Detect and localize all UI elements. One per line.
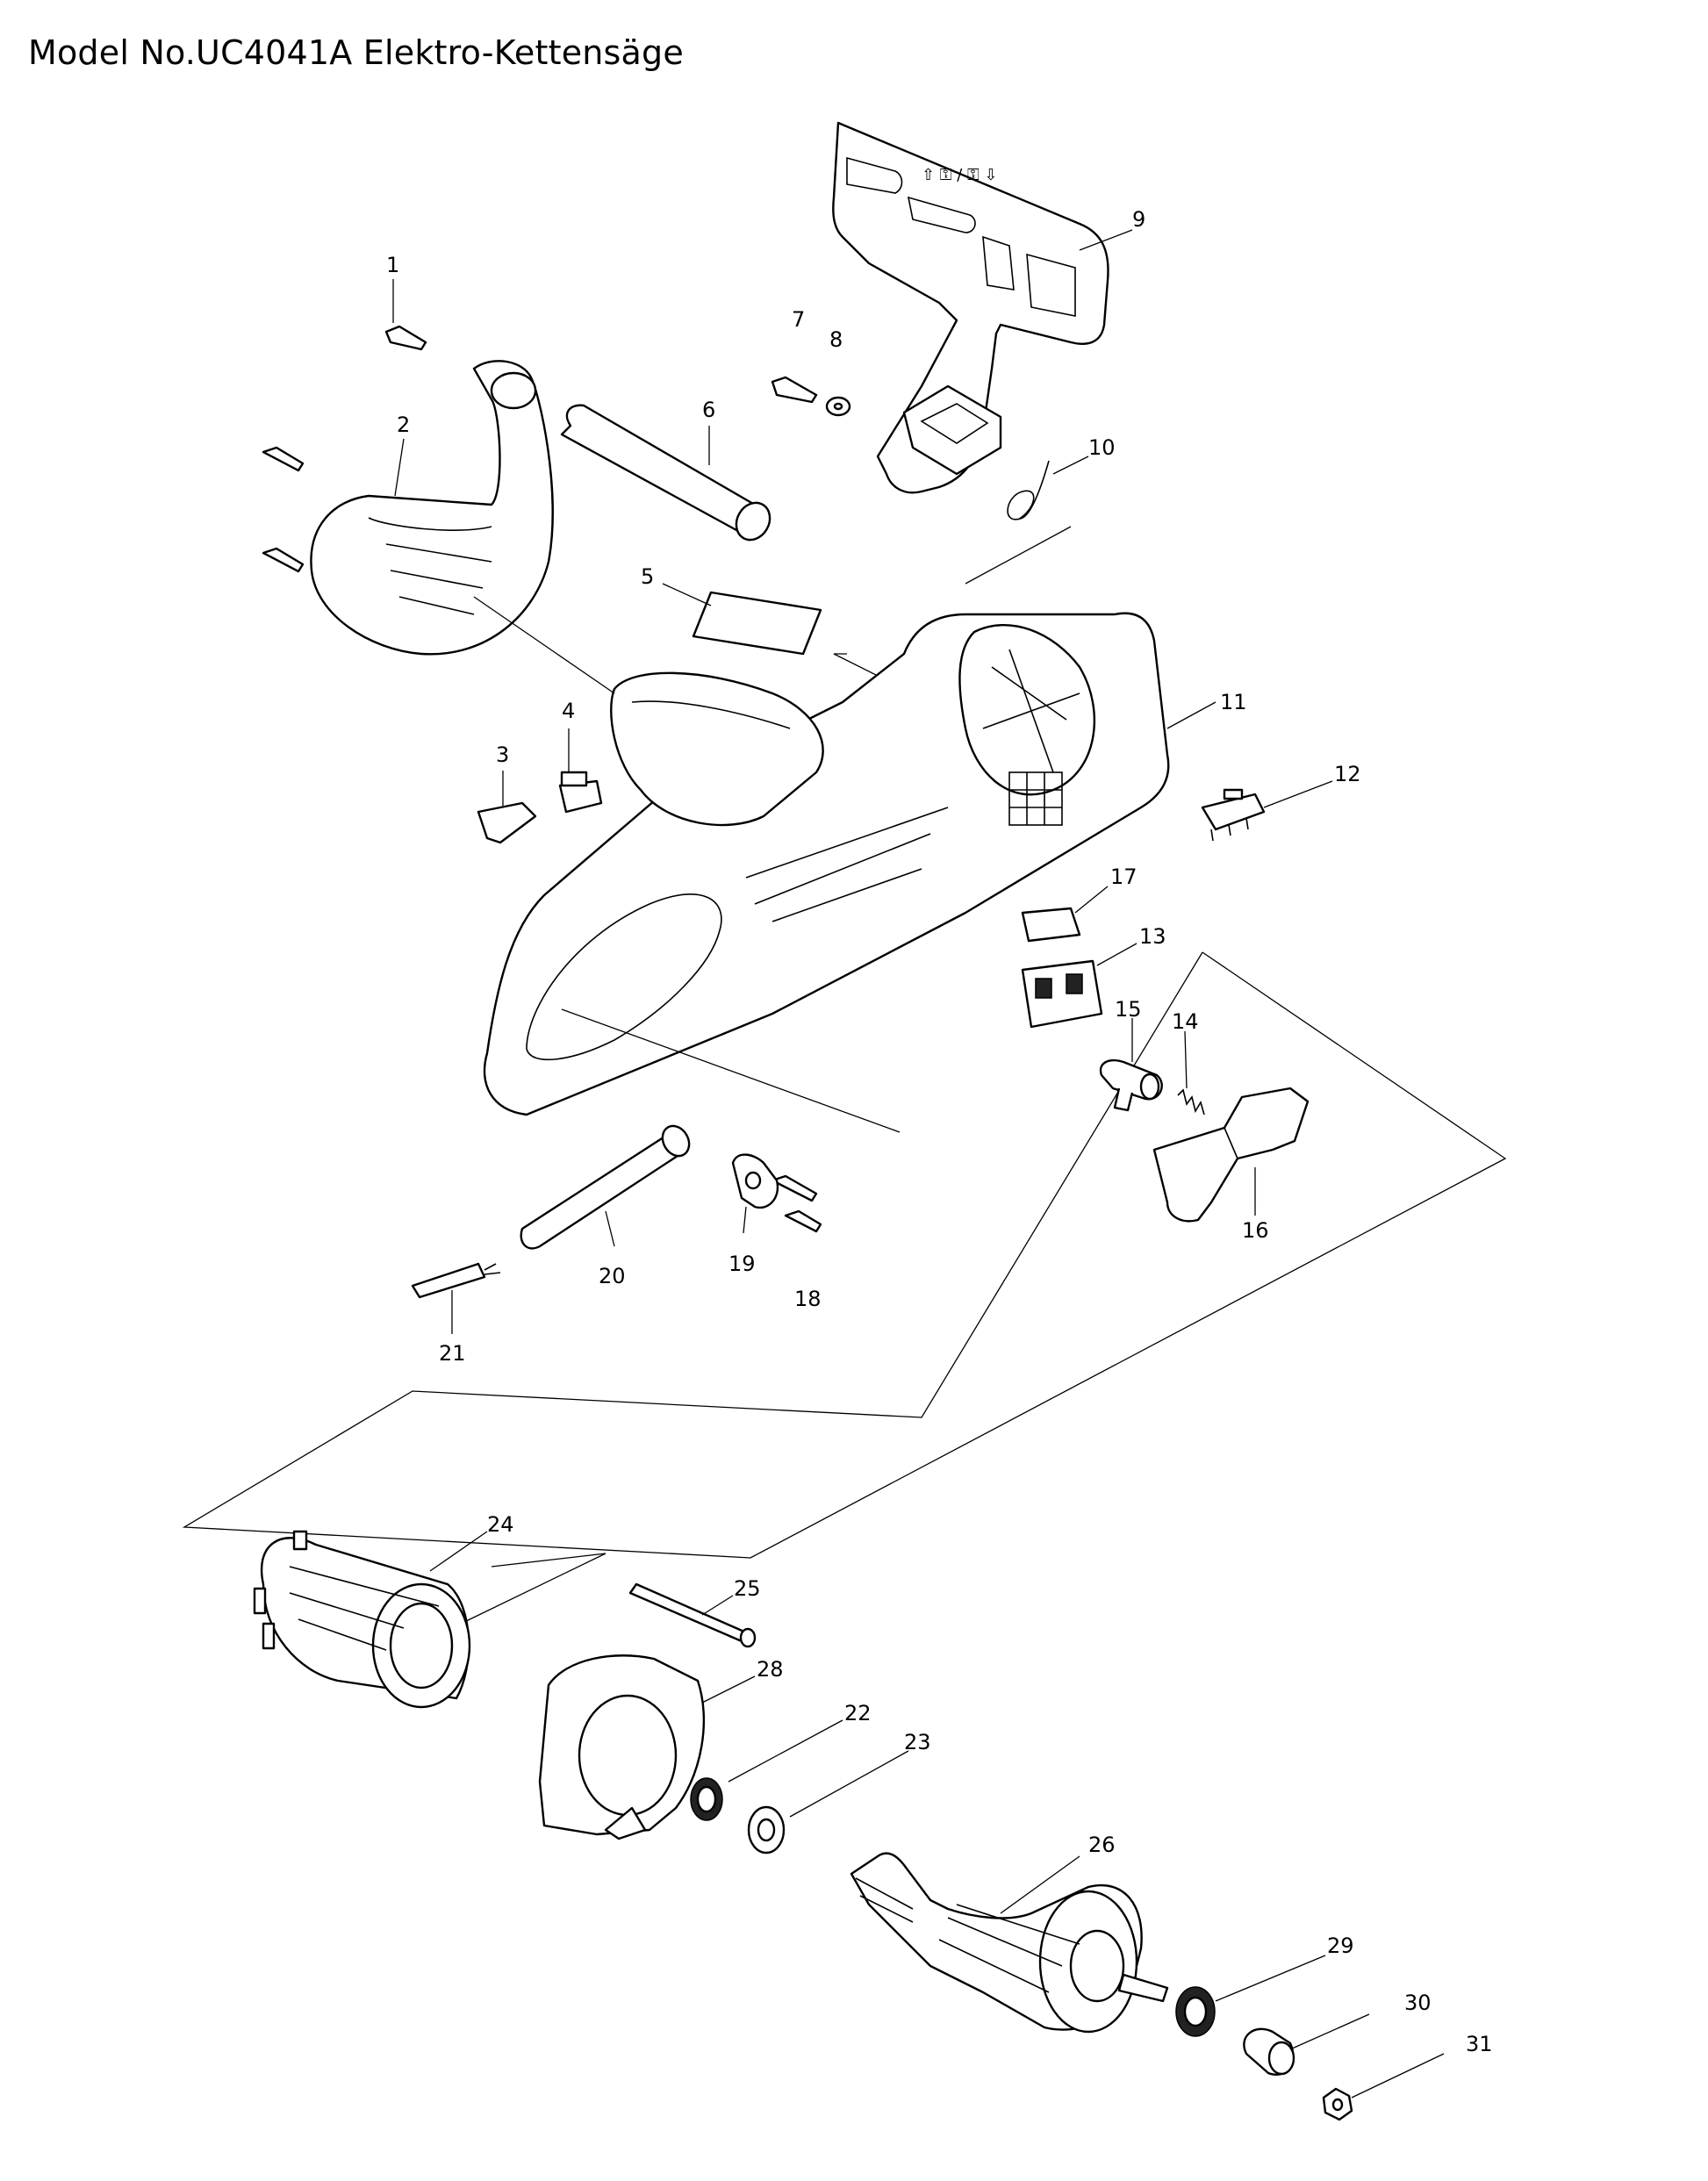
nut-part-31: [1322, 2087, 1353, 2121]
screw-part-7: [771, 376, 818, 404]
callout-3: 3: [496, 743, 509, 767]
armature-part-26: [850, 1852, 1169, 2034]
ball-bearing-part-29: [1175, 1986, 1216, 2037]
callout-leaders: [392, 229, 1445, 2098]
rear-handle-part-9: ⇧ ⚿ / ⚿ ⇩: [832, 121, 1109, 494]
callout-26: 26: [1088, 1833, 1116, 1857]
bolt-part-25: [628, 1582, 757, 1648]
callout-30: 30: [1404, 1991, 1432, 2015]
callout-8: 8: [829, 327, 843, 352]
screw-part-1: [384, 325, 427, 351]
callout-2: 2: [397, 413, 410, 437]
callout-12: 12: [1334, 762, 1361, 786]
spring-part-10: [1007, 460, 1050, 520]
micro-switch-part-12: [1201, 788, 1266, 842]
callout-14: 14: [1172, 1009, 1199, 1034]
screw-part-18: [771, 1174, 822, 1233]
callout-28: 28: [757, 1657, 784, 1682]
callout-9: 9: [1132, 207, 1145, 232]
cushion-part-17: [1021, 907, 1081, 943]
cord-clamp-part-19: [731, 1153, 779, 1209]
ball-bearing-part-22: [690, 1777, 723, 1821]
svg-text:⇧ ⚿ / ⚿ ⇩: ⇧ ⚿ / ⚿ ⇩: [922, 166, 998, 184]
callout-16: 16: [1242, 1218, 1269, 1243]
carbon-brush-part-4: [558, 771, 603, 814]
assembly-group-lines: [182, 526, 1507, 1625]
callout-19: 19: [728, 1252, 756, 1276]
vent-grid: [1008, 771, 1063, 826]
callout-5: 5: [641, 564, 654, 589]
callout-23: 23: [904, 1730, 931, 1754]
callout-24: 24: [487, 1512, 514, 1537]
sleeve-part-30: [1243, 2027, 1295, 2076]
callout-6: 6: [702, 398, 715, 422]
brush-holder-part-3: [477, 801, 537, 844]
washer-part-8: [825, 396, 851, 417]
spring-part-14: [1177, 1088, 1205, 1116]
trigger-part-16: [1152, 1087, 1310, 1223]
callout-18: 18: [794, 1287, 822, 1311]
insulation-washer-part-23: [747, 1805, 786, 1855]
callout-1: 1: [386, 253, 399, 277]
callout-labels: 1 2 3 4 5 6 7 8 9 10 11 12 13 14 15 16 1…: [386, 207, 1493, 2056]
field-stator-part-24: [253, 1530, 471, 1709]
main-housing-part-11: [483, 612, 1170, 1116]
nameplate-part-5: [692, 591, 822, 656]
cord-part-21: [411, 1262, 501, 1299]
baffle-plate-part-28: [538, 1654, 706, 1840]
callout-20: 20: [599, 1264, 626, 1288]
callout-4: 4: [562, 699, 575, 723]
callout-31: 31: [1466, 2032, 1493, 2056]
switch-part-13: [1021, 959, 1103, 1029]
cord-guard-part-20: [520, 1124, 691, 1250]
callout-10: 10: [1088, 435, 1116, 460]
lock-pin-part-15: [1099, 1058, 1163, 1112]
callout-7: 7: [792, 307, 805, 332]
motor-housing-cover-part-2: [262, 360, 554, 656]
callout-11: 11: [1220, 690, 1247, 714]
grip-sleeve-part-6: [560, 404, 771, 542]
callout-25: 25: [734, 1576, 761, 1601]
callout-15: 15: [1115, 997, 1142, 1022]
callout-22: 22: [844, 1701, 872, 1725]
page-title: Model No.UC4041A Elektro-Kettensäge: [28, 33, 684, 72]
callout-29: 29: [1327, 1933, 1354, 1958]
callout-21: 21: [439, 1341, 466, 1366]
callout-17: 17: [1110, 865, 1137, 889]
callout-13: 13: [1139, 924, 1166, 949]
